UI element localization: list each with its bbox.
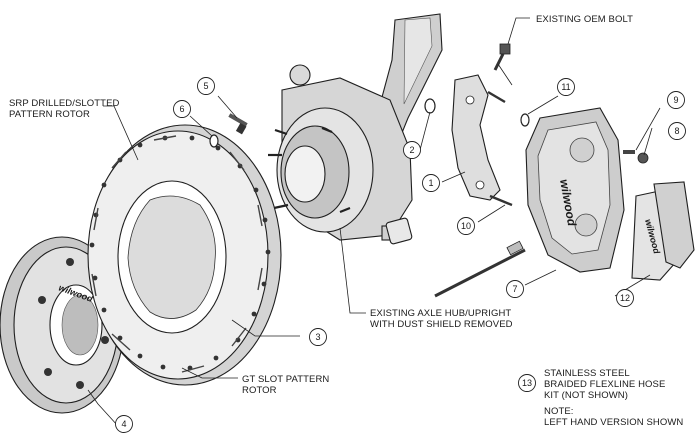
rotor-slots — [91, 135, 263, 373]
callout-1: 1 — [422, 174, 440, 192]
callout-8-number: 8 — [674, 126, 679, 136]
label-srp-rotor-line2: PATTERN ROTOR — [9, 109, 90, 120]
callout-2-number: 2 — [409, 145, 414, 155]
callout-8: 8 — [668, 122, 686, 140]
callout-11-number: 11 — [561, 82, 570, 92]
callout-9: 9 — [667, 91, 685, 109]
wheel-studs — [268, 126, 351, 214]
callout-13-number: 13 — [522, 378, 532, 388]
wilwood-caliper: wilwood — [525, 107, 625, 273]
caliper-pin — [434, 240, 526, 298]
callout-10-number: 10 — [461, 221, 471, 231]
axle-hub-upright — [268, 13, 443, 245]
bleed-screw-part-9 — [623, 150, 635, 154]
callout-2: 2 — [403, 141, 421, 159]
callout-10: 10 — [457, 217, 475, 235]
callout-12-number: 12 — [620, 293, 630, 303]
callout-9-number: 9 — [673, 95, 678, 105]
rotor-drill-holes — [89, 135, 271, 371]
label-flexline-line1: STAINLESS STEEL — [544, 368, 630, 379]
brake-pads: wilwood — [631, 181, 695, 281]
callout-3: 3 — [309, 328, 327, 346]
callout-13: 13 — [518, 374, 536, 392]
callout-11: 11 — [557, 78, 575, 96]
washer-part-6 — [209, 134, 219, 148]
callout-7: 7 — [506, 280, 524, 298]
label-gt-rotor-line2: ROTOR — [242, 385, 277, 396]
bolt-part-5 — [228, 113, 248, 135]
mounting-bolts-part-10 — [487, 90, 513, 207]
label-flexline-line2: BRAIDED FLEXLINE HOSE — [544, 379, 665, 390]
caliper-bracket — [451, 74, 501, 201]
label-axle-hub-line1: EXISTING AXLE HUB/UPRIGHT — [370, 308, 511, 319]
label-note-text: LEFT HAND VERSION SHOWN — [544, 417, 683, 428]
label-flexline-line3: KIT (NOT SHOWN) — [544, 390, 628, 401]
callout-1-number: 1 — [428, 178, 433, 188]
brake-rotor — [87, 124, 282, 386]
callout-6-number: 6 — [179, 104, 184, 114]
bleed-cap-part-8 — [637, 152, 649, 164]
callout-5: 5 — [197, 77, 215, 95]
label-srp-rotor-line1: SRP DRILLED/SLOTTED — [9, 98, 120, 109]
label-gt-rotor-line1: GT SLOT PATTERN — [242, 374, 329, 385]
label-existing-oem-bolt: EXISTING OEM BOLT — [536, 14, 633, 25]
callout-7-number: 7 — [512, 284, 517, 294]
label-axle-hub-line2: WITH DUST SHIELD REMOVED — [370, 319, 513, 330]
spacer-washer-part-2 — [424, 98, 436, 114]
callout-6: 6 — [173, 100, 191, 118]
callout-4: 4 — [115, 415, 133, 433]
callout-4-number: 4 — [121, 419, 126, 429]
label-note-title: NOTE: — [544, 406, 574, 417]
callout-3-number: 3 — [315, 332, 320, 342]
oem-bolt — [493, 43, 511, 71]
washer-part-11 — [520, 113, 530, 127]
callout-5-number: 5 — [203, 81, 208, 91]
callout-12: 12 — [616, 289, 634, 307]
